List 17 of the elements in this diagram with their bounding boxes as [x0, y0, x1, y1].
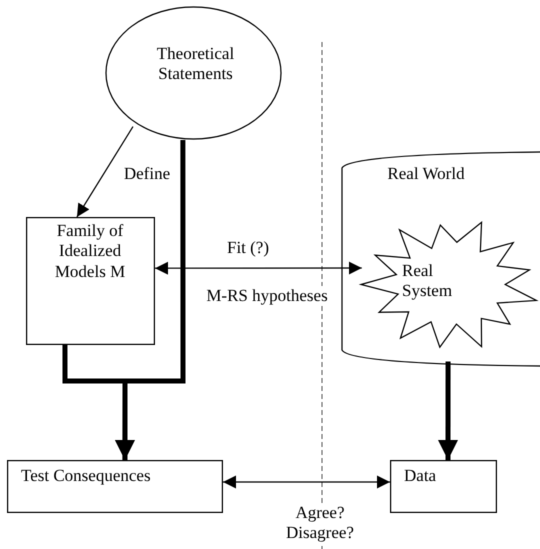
annotation-text: M-RS hypotheses	[205, 286, 329, 306]
node-label: Theoretical Statements	[156, 44, 236, 85]
arrow	[223, 476, 390, 488]
thick-arrow	[438, 361, 458, 460]
arrow	[155, 262, 362, 275]
concept-ellipse	[105, 6, 282, 140]
process-box	[390, 460, 497, 513]
node-label: Family of Idealized Models M	[54, 221, 126, 282]
node-label: Test Consequences	[21, 466, 152, 486]
world-region	[341, 150, 540, 368]
node-label: Data	[404, 466, 438, 486]
process-box	[26, 217, 155, 345]
process-box	[7, 460, 223, 513]
node-label: Real World	[386, 164, 466, 184]
node-label: Real System	[402, 261, 454, 302]
thick-arrow	[62, 345, 135, 460]
arrow	[76, 126, 134, 218]
